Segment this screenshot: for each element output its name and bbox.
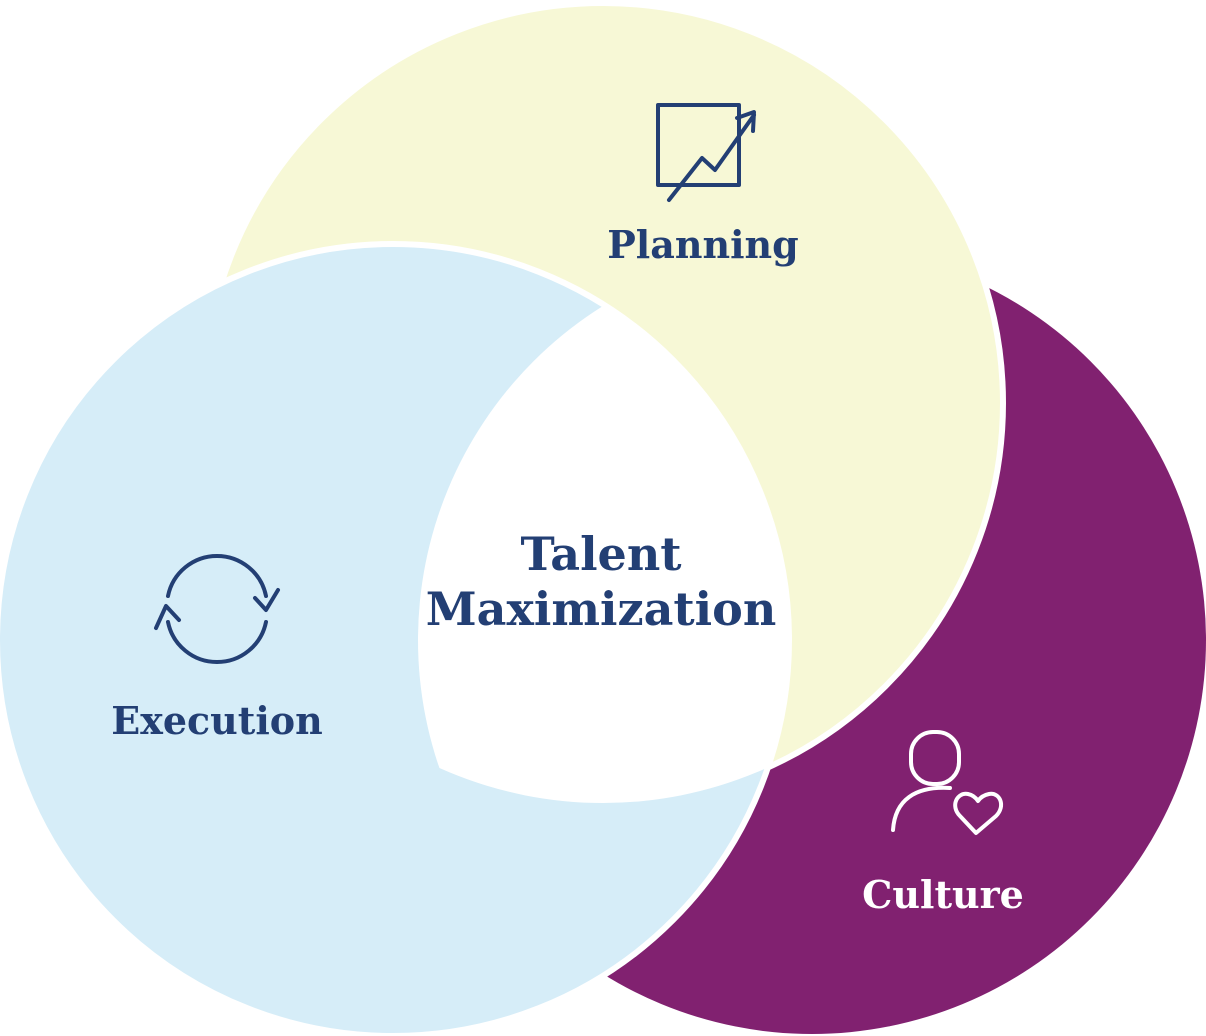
center-label-line2: Maximization xyxy=(426,582,777,636)
growth-chart-icon xyxy=(656,103,756,202)
planning-label: Planning xyxy=(607,222,799,267)
center-intersection xyxy=(418,246,789,803)
person-heart-icon xyxy=(891,730,1004,835)
culture-label: Culture xyxy=(862,872,1024,917)
center-label-line1: Talent xyxy=(520,527,682,581)
refresh-cycle-icon xyxy=(154,553,280,665)
execution-label: Execution xyxy=(111,698,323,743)
